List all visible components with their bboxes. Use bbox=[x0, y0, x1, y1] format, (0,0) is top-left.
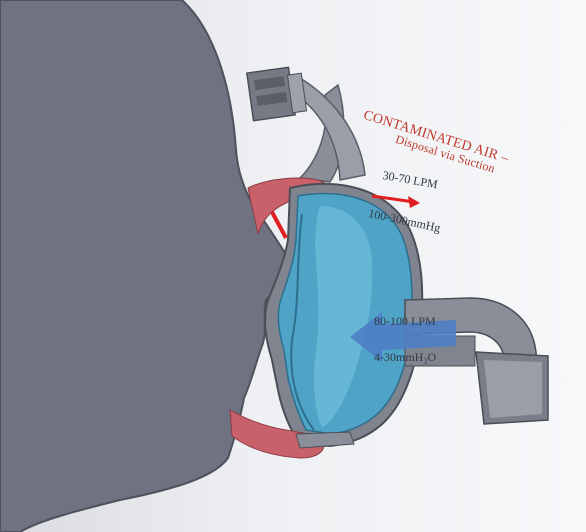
supply-flow-label: 80-100 LPM bbox=[374, 314, 436, 329]
supply-pressure-label: 4-30mmH₂O bbox=[374, 350, 436, 365]
top-clip bbox=[247, 67, 307, 120]
mask-bottom-rim bbox=[296, 432, 354, 448]
leak-arrow bbox=[272, 212, 286, 238]
